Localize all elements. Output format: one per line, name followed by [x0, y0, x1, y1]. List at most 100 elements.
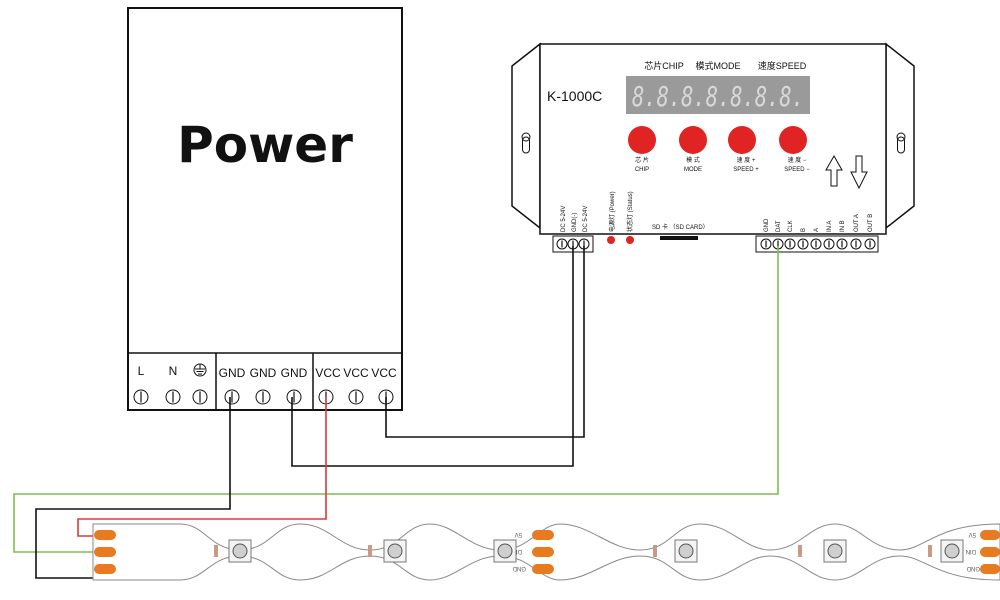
led-chip — [228, 539, 252, 563]
psu-screw-terminals — [133, 389, 394, 405]
controller-terminals — [552, 235, 879, 253]
led-chip — [823, 539, 847, 563]
strip-pad-din — [980, 547, 1000, 557]
led-chip — [940, 539, 964, 563]
output-pin-label: OUT A — [854, 214, 860, 232]
keyhole-icon — [521, 132, 531, 154]
screw-terminal — [165, 389, 181, 405]
screw-terminal — [836, 238, 848, 250]
terminal-label-n: N — [169, 364, 178, 378]
screw-terminal — [823, 238, 835, 250]
terminal-label-vcc-3: VCC — [371, 366, 397, 380]
button-chip[interactable]: 芯 片 CHIP — [628, 126, 656, 173]
output-pin-label: DAT — [776, 220, 782, 232]
button-speed-up-cn: 速 度 + — [737, 156, 756, 164]
indicator-label-power: 电源灯 (Power) — [608, 191, 616, 232]
power-supply: Power L N GND GND GND VCC VCC VCC — [127, 7, 403, 411]
resistor — [214, 545, 218, 557]
terminal-label-gnd-3: GND — [281, 366, 308, 380]
wires — [13, 246, 779, 579]
pin-label-dc-in-2: DC 5-24V — [583, 206, 589, 232]
pad-label-5v: 5V — [969, 531, 976, 537]
seven-segment-display: 8.8.8.8.8.8.8. — [626, 76, 810, 114]
strip-pad-gnd — [94, 564, 116, 574]
controller: K-1000C 芯片CHIP 模式MODE 速度SPEED 8.8.8.8.8.… — [511, 42, 915, 253]
button-chip-en: CHIP — [635, 167, 649, 173]
led-chip — [493, 539, 517, 563]
button-speed-down[interactable]: 速 度 − SPEED − — [779, 126, 810, 173]
sd-card-label: SD 卡 （SD CARD） — [652, 223, 709, 231]
screw-terminal — [864, 238, 876, 250]
strip-pad-gnd — [532, 564, 554, 574]
screw-terminal — [255, 389, 271, 405]
indicator-label-status: 状态灯 (Status) — [626, 191, 634, 232]
output-pin-label: IN A — [827, 221, 833, 232]
terminal-label-vcc-1: VCC — [315, 366, 341, 380]
up-arrow-icon — [825, 154, 843, 187]
power-supply-title: Power — [177, 116, 353, 174]
down-arrow-icon — [850, 155, 868, 190]
resistor — [798, 545, 802, 557]
button-speed-up[interactable]: 速 度 + SPEED + — [728, 126, 759, 173]
wire-vcc-to-strip — [77, 397, 327, 537]
mount-ear-right — [885, 42, 915, 230]
button-mode[interactable]: 模 式 MODE — [679, 126, 707, 173]
screw-terminal — [760, 238, 772, 250]
pad-label-din: DIN — [966, 548, 976, 554]
button-mode-en: MODE — [684, 167, 702, 173]
strip-leds — [214, 539, 964, 563]
pin-label-gnd: GND(-) — [572, 213, 578, 232]
led-strip: 5V DIN GND 5V DIN GND — [92, 523, 1000, 581]
led-chip — [674, 539, 698, 563]
terminal-label-gnd-2: GND — [250, 366, 277, 380]
terminal-label-l: L — [138, 364, 145, 378]
screw-terminal — [192, 389, 208, 405]
screw-terminal — [810, 238, 822, 250]
display-header-speed: 速度SPEED — [758, 60, 807, 71]
power-indicator-led — [607, 236, 615, 244]
output-pin-label: OUT B — [868, 214, 874, 232]
pad-label-gnd: GND — [512, 565, 526, 571]
strip-pad-gnd — [980, 564, 1000, 574]
screw-terminal — [797, 238, 809, 250]
pin-label-dc-in-1: DC 5-24V — [561, 206, 567, 232]
screw-terminal — [850, 238, 862, 250]
sd-card-slot[interactable] — [660, 236, 698, 240]
output-pin-label: IN B — [840, 220, 846, 232]
controller-model: K-1000C — [547, 88, 602, 104]
pad-label-din: DIN — [512, 548, 522, 554]
strip-pad-5v — [532, 530, 554, 540]
button-chip-cn: 芯 片 — [635, 156, 649, 164]
pad-label-5v: 5V — [515, 531, 522, 537]
output-pin-label: A — [814, 228, 820, 232]
strip-pad-5v — [980, 530, 1000, 540]
status-indicator-led — [626, 236, 634, 244]
strip-pad-5v — [94, 530, 116, 540]
output-pin-label: CLK — [788, 220, 794, 232]
screw-terminal — [784, 238, 796, 250]
wire-vcc-to-controller — [385, 246, 585, 438]
screw-terminal — [286, 389, 302, 405]
wire-data-to-strip — [13, 246, 779, 553]
strip-pad-din — [94, 547, 116, 557]
display-digits: 8.8.8.8.8.8.8. — [632, 80, 804, 113]
wire-gnd-to-controller — [291, 246, 574, 467]
wire-gnd-to-strip — [35, 397, 231, 579]
resistor — [928, 545, 932, 557]
screw-terminal — [224, 389, 240, 405]
button-speed-down-en: SPEED − — [784, 167, 810, 173]
button-speed-up-en: SPEED + — [733, 167, 759, 173]
screw-terminal — [556, 238, 568, 250]
button-mode-cn: 模 式 — [686, 156, 700, 164]
output-pin-label: B — [801, 228, 807, 232]
resistor — [653, 545, 657, 557]
mount-ear-left — [511, 42, 541, 230]
screw-terminal — [133, 389, 149, 405]
screw-terminal — [348, 389, 364, 405]
screw-terminal — [567, 238, 579, 250]
terminal-label-vcc-2: VCC — [343, 366, 369, 380]
display-header-chip: 芯片CHIP — [644, 60, 684, 71]
ground-symbol-icon — [193, 363, 207, 377]
